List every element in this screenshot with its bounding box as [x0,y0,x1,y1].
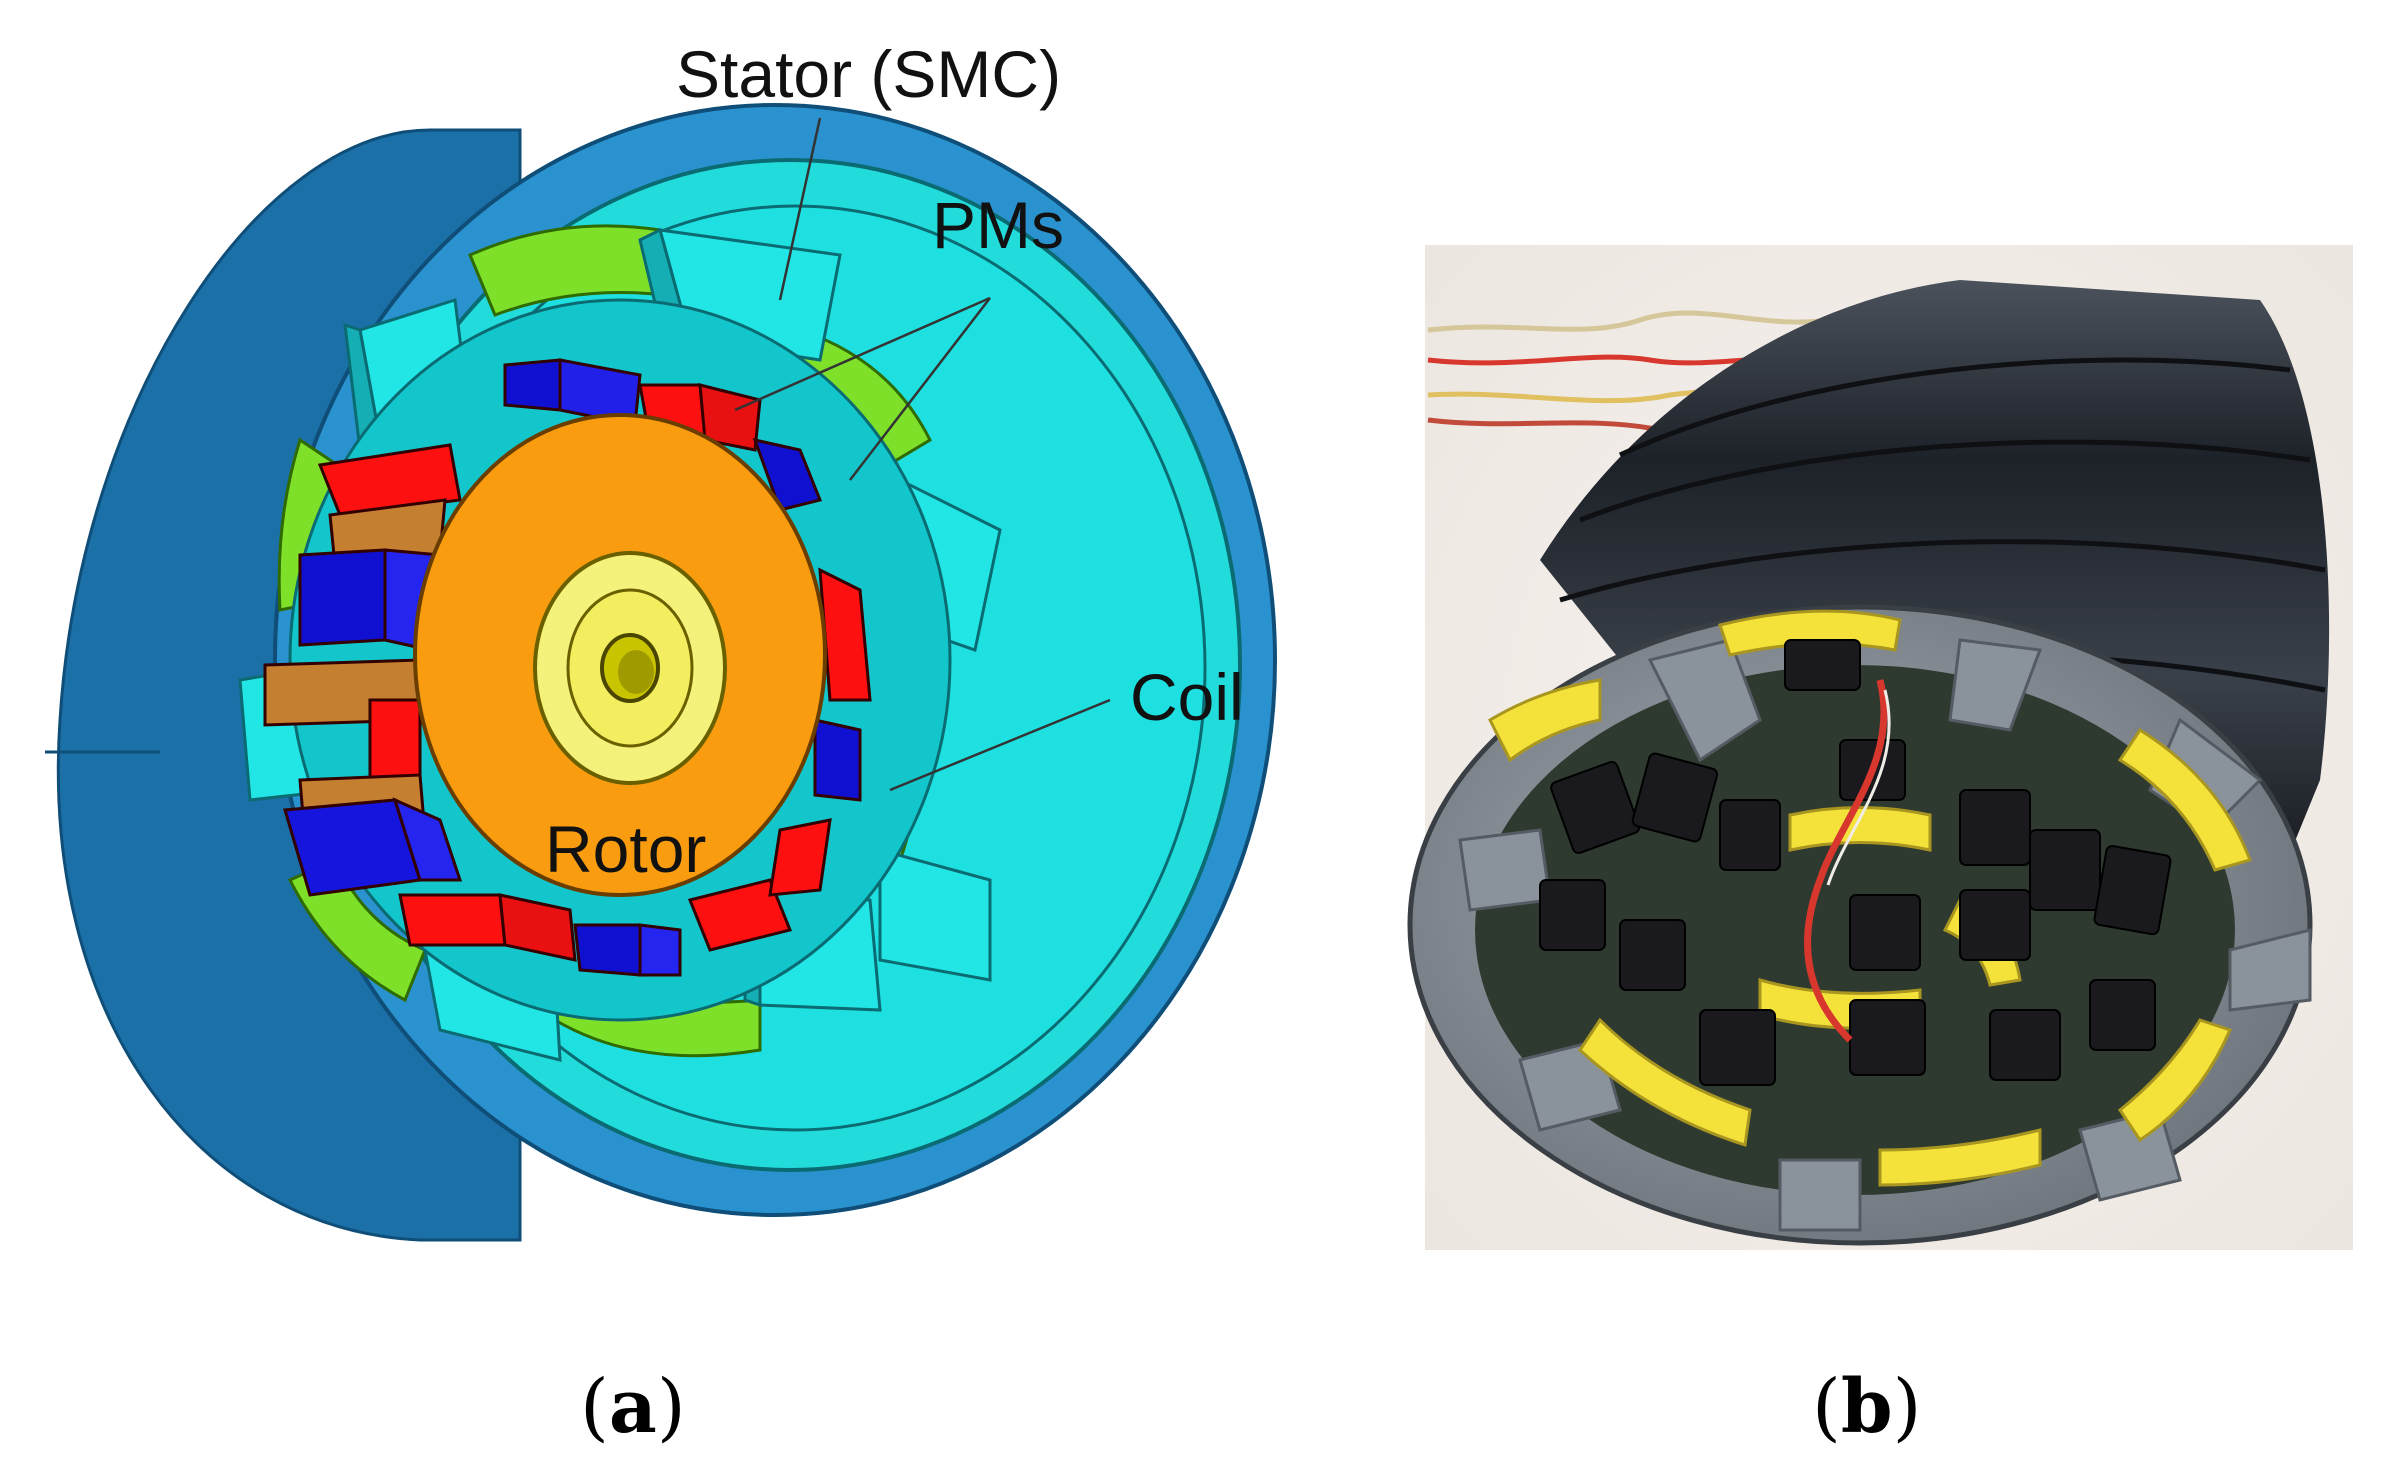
photo-coil [1488,678,1602,763]
photo-magnets [1539,639,2172,1086]
caption-a: (a) [580,1364,686,1450]
photo-magnet [1959,889,2031,961]
pm-red [687,878,793,952]
photo-magnet [2089,979,2156,1051]
photo-magnet [1550,760,1641,854]
pm-red [768,818,832,897]
pm-blue [503,358,562,412]
photo-magnet [1849,999,1926,1076]
photo-magnet [1699,1009,1776,1086]
label-coil: Coil [1130,660,1244,734]
pm-red [398,893,507,947]
photo-magnet [1989,1009,2061,1081]
inner-wire [1804,679,1888,1043]
pm-blue [813,718,862,802]
pm-red [498,893,577,962]
photo-magnet [2093,845,2172,936]
photo-coil [1878,1128,2042,1187]
leader-pms-1 [734,296,991,412]
photo-magnet [1959,789,2031,866]
photo-coils [1488,609,2252,1187]
panel-a-cad-model: Stator (SMC) PMs Coil Rotor (a) [45,37,1277,1450]
pm-blue [573,923,642,977]
pm-blue [392,797,463,882]
pm-blue [298,548,387,647]
pm-red [698,383,762,452]
leader-coil [889,698,1111,792]
photo-coil [2117,727,2252,872]
photo-coil [2117,1018,2233,1143]
wire [1427,310,1831,333]
pm-blue [752,437,823,512]
coil-bottom-left [287,858,427,1003]
permanent-magnets [263,358,872,977]
photo-magnet [1784,639,1861,691]
stator-tooth [878,848,992,982]
photo-magnet [1849,894,1921,971]
leader-lines [734,117,1111,792]
inner-wire-white [1826,689,1891,886]
photo-tooth [1458,828,1552,912]
leader-pms-2 [849,297,991,481]
seam [1579,439,2311,523]
caption-a-close: ) [657,1364,686,1450]
caption-b-letter: b [1841,1364,1893,1450]
shaft-hole-inner [618,650,654,694]
photo-coil [1788,806,1932,852]
photo-magnet [1631,752,1719,843]
photo-magnet [1539,879,1606,951]
label-pms: PMs [932,188,1064,262]
photo-tooth [1948,638,2043,732]
pm-blue [638,923,682,977]
label-stator: Stator (SMC) [676,37,1061,111]
photo-tooth [2228,928,2312,1012]
caption-a-open: ( [580,1364,609,1450]
caption-b: (b) [1812,1364,1922,1450]
seam [1618,357,2291,458]
photo-tooth [1647,638,1762,763]
caption-b-close: ) [1893,1364,1922,1450]
photo-magnet [1719,799,1781,871]
photo-magnet [2029,829,2101,911]
caption-b-open: ( [1812,1364,1841,1450]
pm-red [317,443,462,517]
seam [1559,539,2326,603]
label-rotor: Rotor [545,812,706,886]
photo-coil [1578,1017,1752,1147]
panel-b-prototype-photo: (b) [1407,245,2353,1450]
caption-a-letter: a [609,1364,657,1450]
leader-stator [778,117,822,301]
photo-magnet [1619,919,1686,991]
photo-tooth [1778,1158,1862,1232]
